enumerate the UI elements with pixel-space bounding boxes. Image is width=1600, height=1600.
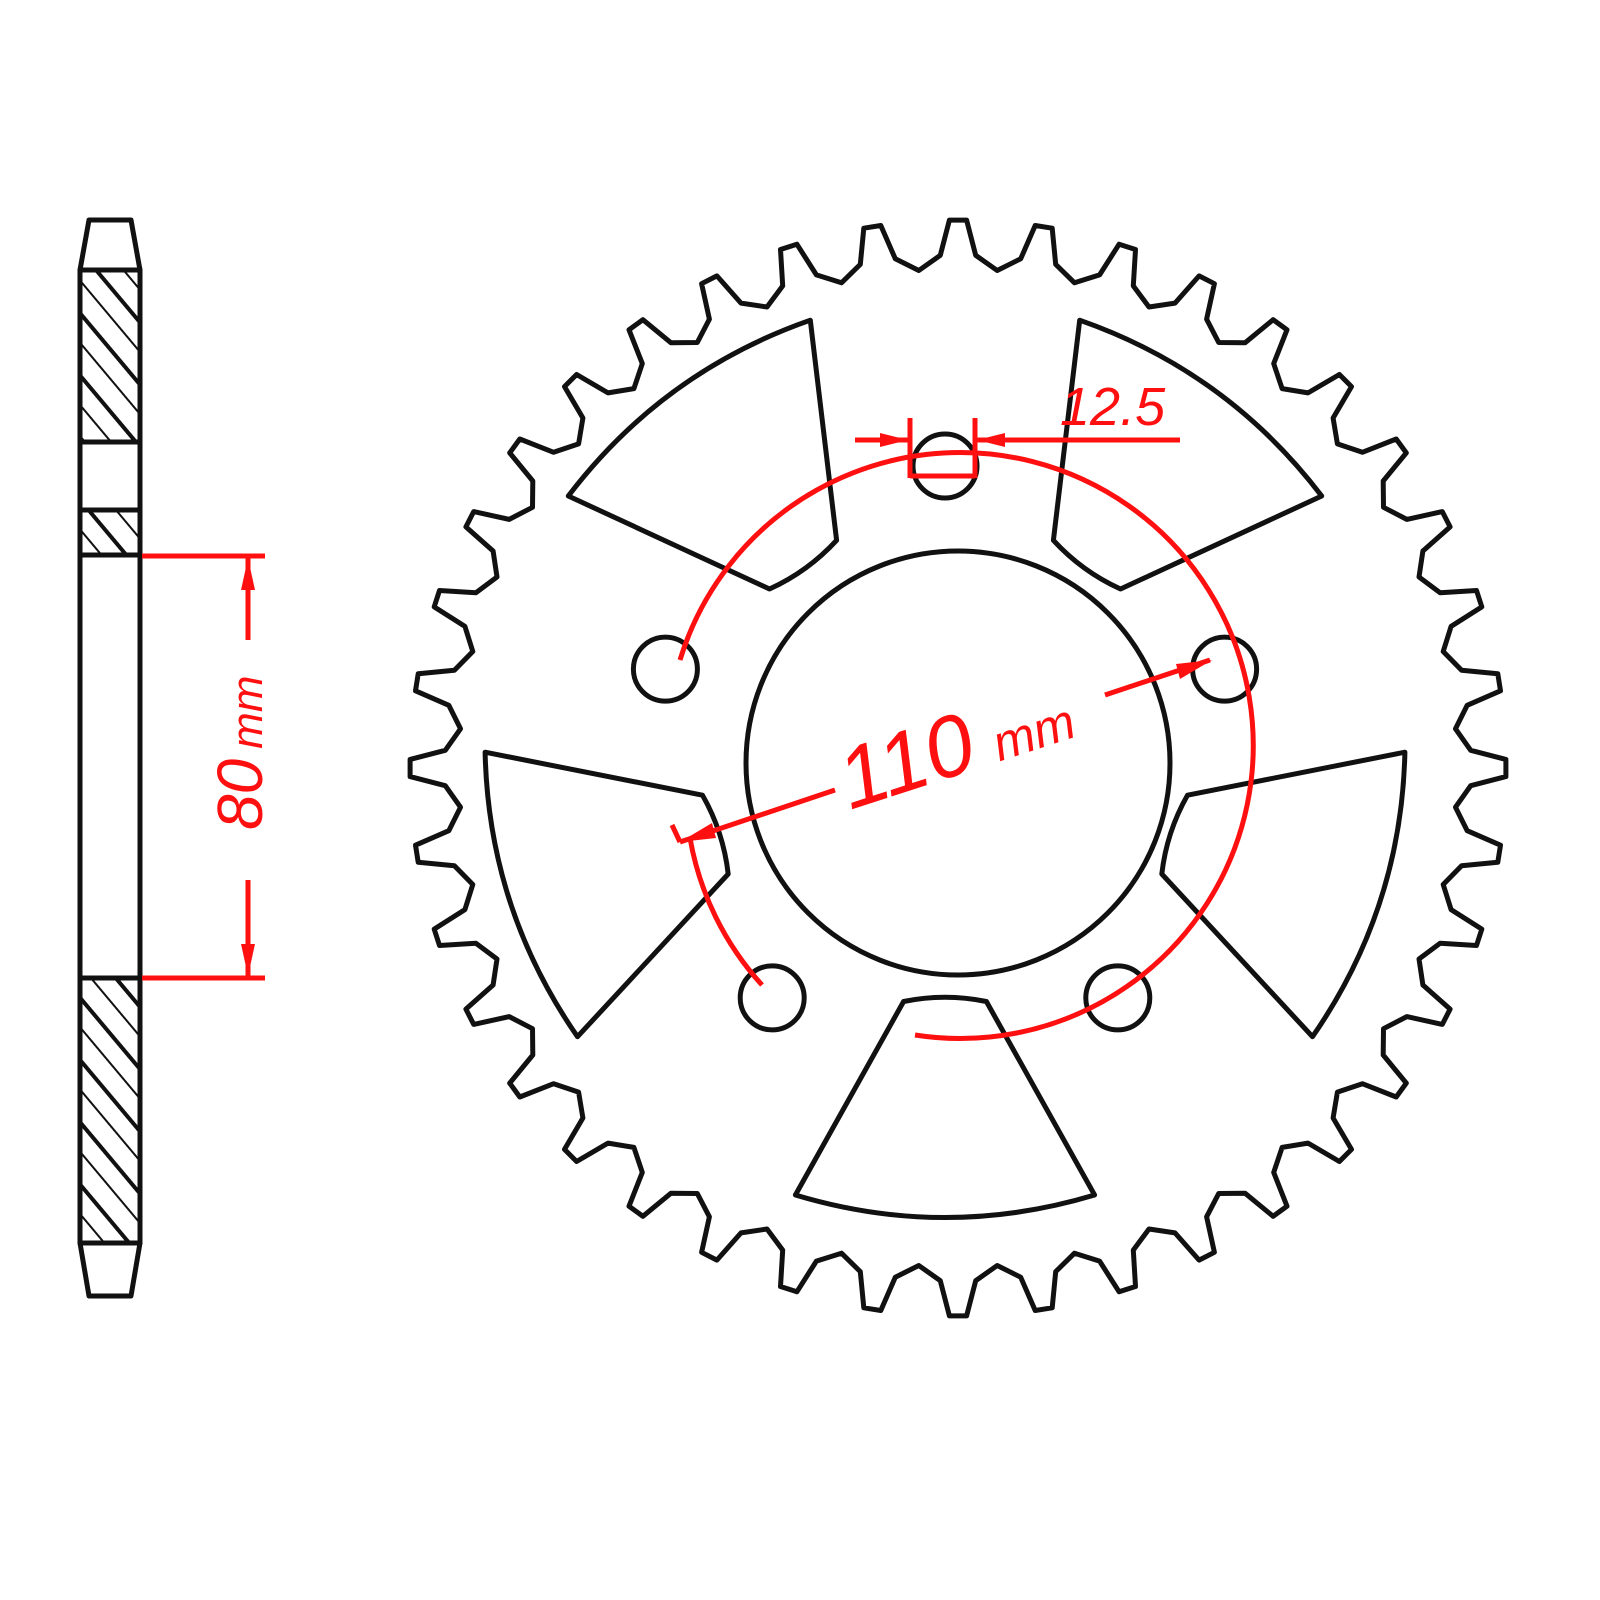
- center-bore: [743, 548, 1173, 978]
- tooth-profile-bottom: [77, 1240, 143, 1299]
- bolt-hole: [630, 634, 700, 704]
- hub-width-dimension: 80mm: [142, 553, 276, 981]
- bolt-holes: [630, 431, 1260, 1033]
- sprocket-front-view: [407, 217, 1509, 1319]
- hatched-section-lower: [80, 978, 140, 1243]
- tooth-profile-top: [77, 217, 143, 273]
- bolt-circle-label: 110mm: [826, 662, 1084, 828]
- sprocket-teeth-outline: [407, 217, 1509, 1319]
- hatched-section-upper: [80, 270, 140, 442]
- lightening-window: [792, 994, 1098, 1220]
- hatched-section-mid: [80, 510, 140, 555]
- lightening-windows: [482, 317, 1408, 1220]
- bolt-hole-dimension: 12.5: [855, 377, 1180, 479]
- bolt-hole: [910, 431, 980, 501]
- lightening-window: [1159, 749, 1408, 1040]
- bolt-hole-label: 12.5: [1060, 377, 1166, 437]
- side-section-view: [77, 217, 143, 1299]
- lightening-window: [565, 317, 840, 592]
- lightening-window: [1050, 317, 1325, 592]
- bolt-hole: [1083, 963, 1153, 1033]
- hub-width-label: 80mm: [204, 676, 276, 831]
- bolt-hole: [737, 963, 807, 1033]
- bolt-circle-arc: [677, 450, 1256, 1042]
- bolt-circle-dimension: 110mm: [669, 450, 1256, 1042]
- lightening-window: [482, 749, 731, 1040]
